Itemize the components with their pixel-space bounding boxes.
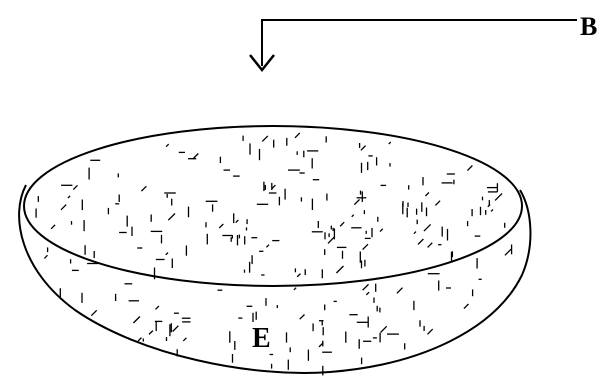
speckle-mark [396, 287, 403, 294]
speckle-mark [50, 224, 56, 230]
speckle-mark [424, 191, 430, 197]
speckle-mark [296, 273, 301, 278]
speckle-mark [293, 287, 297, 291]
speckle-mark [360, 145, 367, 151]
arrow-head [249, 54, 275, 73]
speckle-mark [463, 303, 469, 310]
speckle-mark [318, 342, 324, 348]
speckle-mark [417, 238, 424, 245]
speckle-mark [165, 143, 170, 148]
speckle-mark [155, 305, 160, 310]
speckle-mark [466, 165, 473, 172]
speckle-mark [388, 141, 392, 145]
speckle-mark [148, 330, 154, 335]
speckle-mark [362, 243, 369, 251]
speckle-mark [434, 200, 441, 206]
speckle-mark [271, 184, 276, 190]
speckle-mark [504, 248, 512, 256]
speckle-mark [218, 223, 224, 229]
speckle-mark [132, 316, 141, 324]
speckle-mark [294, 132, 301, 139]
speckle-mark [379, 228, 384, 233]
speckle-mark [353, 199, 360, 206]
dish-outer-wall [18, 184, 532, 374]
speckle-mark [427, 328, 434, 335]
label-e: E [252, 323, 271, 354]
speckle-mark [140, 185, 147, 192]
speckle-mark [380, 325, 388, 333]
speckle-mark [490, 208, 494, 212]
speckle-mark [365, 291, 370, 296]
speckle-mark [265, 244, 270, 248]
speckle-texture [35, 132, 513, 376]
speckle-mark [494, 192, 503, 201]
speckle-mark [43, 254, 48, 259]
speckle-mark [427, 242, 433, 248]
speckle-mark [362, 283, 369, 291]
speckle-mark [137, 337, 142, 342]
speckle-mark [339, 221, 345, 227]
speckle-mark [327, 236, 335, 244]
speckle-mark [192, 153, 199, 160]
speckle-mark [423, 223, 432, 232]
speckle-mark [413, 231, 417, 235]
speckle-mark [60, 204, 67, 211]
label-b: B [580, 12, 597, 41]
speckle-mark [335, 265, 344, 274]
speckle-mark [67, 195, 71, 199]
speckle-mark [351, 214, 355, 218]
speckle-mark [299, 314, 305, 320]
speckle-mark [167, 213, 176, 221]
pointer-line [261, 19, 577, 66]
speckle-mark [72, 184, 78, 191]
speckle-mark [235, 219, 239, 224]
dish-rim [23, 125, 523, 287]
speckle-mark [165, 252, 169, 256]
speckle-mark [261, 135, 269, 142]
speckle-mark [90, 309, 98, 317]
speckle-mark [182, 337, 187, 342]
speckle-mark [172, 325, 179, 332]
